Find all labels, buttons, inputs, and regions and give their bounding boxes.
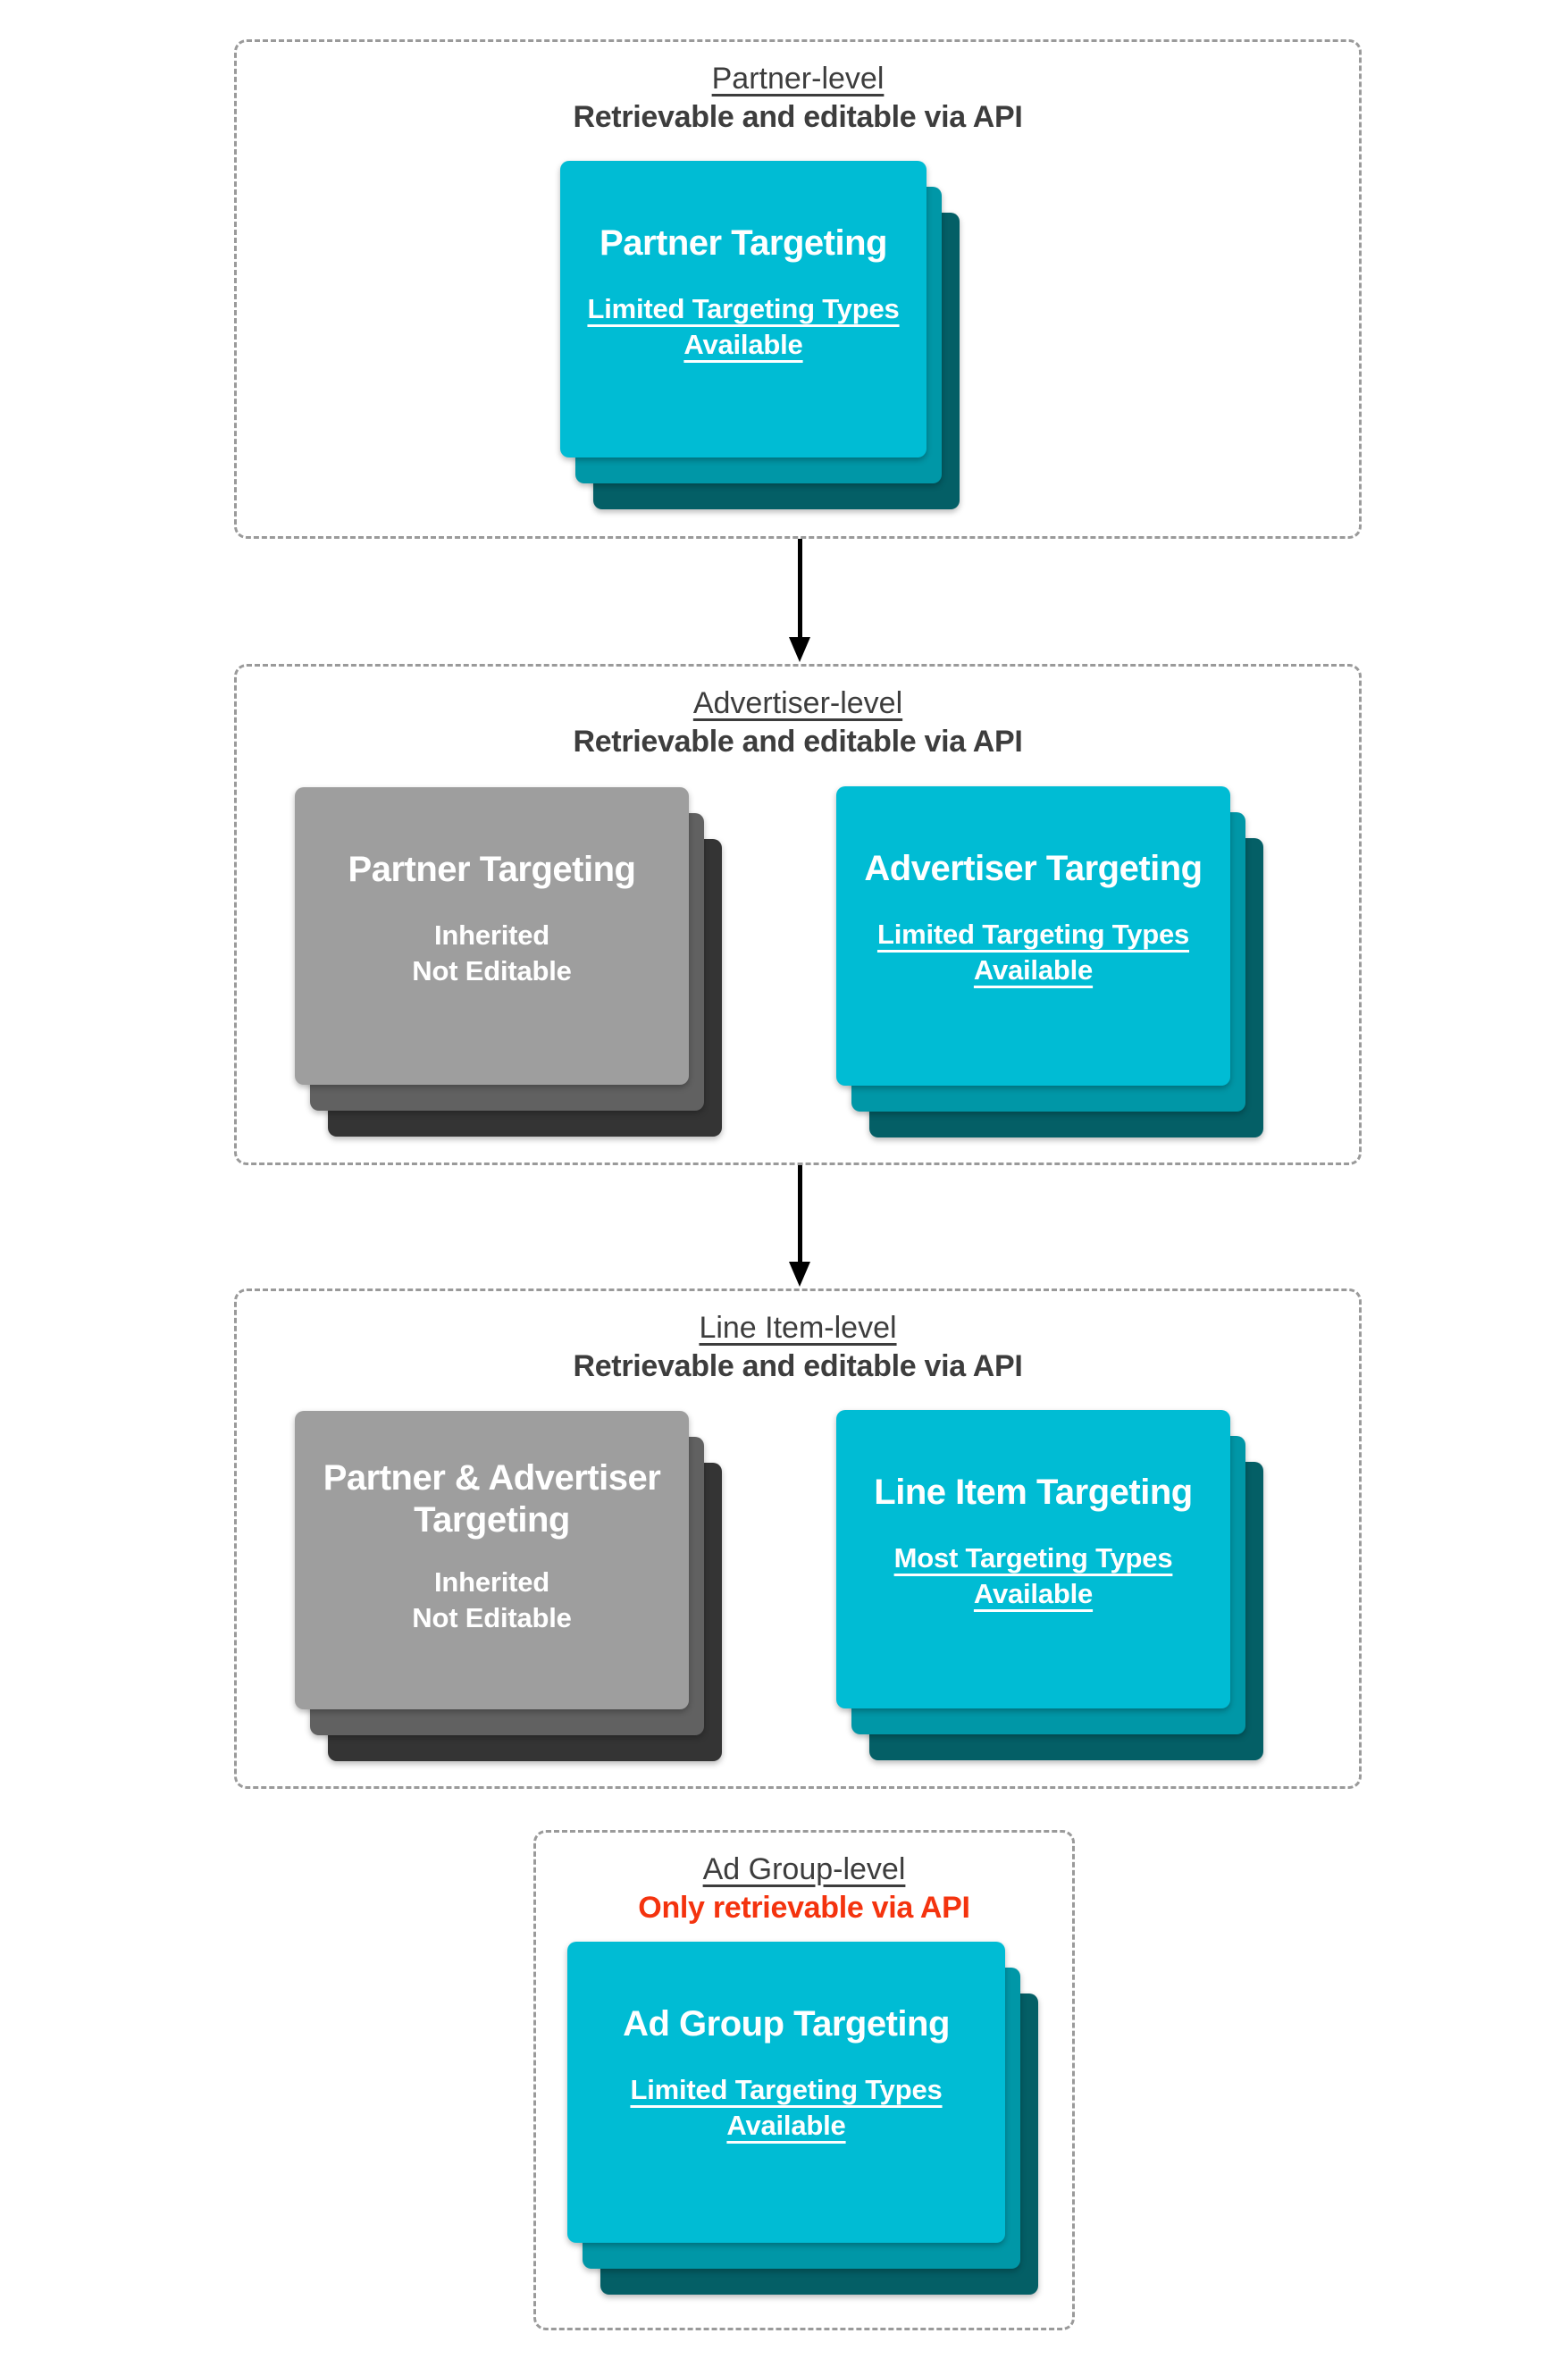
- section-title: Partner-level: [711, 62, 885, 96]
- card-subtext: Inherited Not Editable: [412, 1566, 572, 1633]
- flow-arrow-down-1: [789, 539, 810, 662]
- card-partner-targeting-inherited: Partner Targeting Inherited Not Editable: [295, 787, 689, 1085]
- card-stack-line-item-targeting: Line Item Targeting Most Targeting Types…: [836, 1410, 1263, 1760]
- card-subtext: Most Targeting Types Available: [893, 1542, 1173, 1609]
- card-partner-targeting: Partner Targeting Limited Targeting Type…: [560, 161, 927, 457]
- card-ad-group-targeting: Ad Group Targeting Limited Targeting Typ…: [567, 1942, 1005, 2243]
- section-advertiser-level: Advertiser-level Retrievable and editabl…: [234, 664, 1362, 1165]
- section-ad-group-level: Ad Group-level Only retrievable via API: [533, 1830, 1075, 2330]
- card-stack-partner-targeting: Partner Targeting Limited Targeting Type…: [560, 161, 960, 509]
- card-subtext: Limited Targeting Types Available: [876, 919, 1190, 986]
- card-stack-ad-group-targeting: Ad Group Targeting Limited Targeting Typ…: [567, 1942, 1038, 2295]
- section-subtitle: Only retrievable via API: [638, 1891, 970, 1925]
- section-subtitle: Retrievable and editable via API: [573, 100, 1023, 134]
- card-title: Partner Targeting: [348, 850, 636, 889]
- card-subtext: Inherited Not Editable: [412, 919, 572, 986]
- card-advertiser-targeting: Advertiser Targeting Limited Targeting T…: [836, 786, 1230, 1086]
- card-title: Advertiser Targeting: [864, 849, 1203, 888]
- card-title: Line Item Targeting: [874, 1473, 1193, 1512]
- arrow-head-icon: [789, 1262, 810, 1287]
- arrow-shaft: [798, 1165, 802, 1263]
- arrow-head-icon: [789, 637, 810, 662]
- arrow-shaft: [798, 539, 802, 639]
- card-stack-advertiser-targeting: Advertiser Targeting Limited Targeting T…: [836, 786, 1263, 1137]
- card-title: Partner Targeting: [600, 223, 887, 263]
- card-stack-inherited-partner-advertiser-targeting: Partner & Advertiser Targeting Inherited…: [295, 1411, 722, 1761]
- card-title: Partner & Advertiser Targeting: [323, 1458, 661, 1540]
- card-line-item-targeting: Line Item Targeting Most Targeting Types…: [836, 1410, 1230, 1708]
- flow-arrow-down-2: [789, 1165, 810, 1287]
- section-line-item-level: Line Item-level Retrievable and editable…: [234, 1288, 1362, 1789]
- card-stack-inherited-partner-targeting: Partner Targeting Inherited Not Editable: [295, 787, 722, 1137]
- section-title: Line Item-level: [699, 1311, 897, 1345]
- card-subtext: Limited Targeting Types Available: [630, 2074, 943, 2141]
- section-title: Ad Group-level: [702, 1852, 906, 1886]
- section-partner-level: Partner-level Retrievable and editable v…: [234, 39, 1362, 539]
- card-title: Ad Group Targeting: [623, 2004, 950, 2044]
- section-subtitle: Retrievable and editable via API: [573, 1349, 1023, 1383]
- section-subtitle: Retrievable and editable via API: [573, 725, 1023, 759]
- section-title: Advertiser-level: [692, 686, 903, 720]
- card-subtext: Limited Targeting Types Available: [587, 293, 900, 360]
- card-partner-advertiser-targeting-inherited: Partner & Advertiser Targeting Inherited…: [295, 1411, 689, 1709]
